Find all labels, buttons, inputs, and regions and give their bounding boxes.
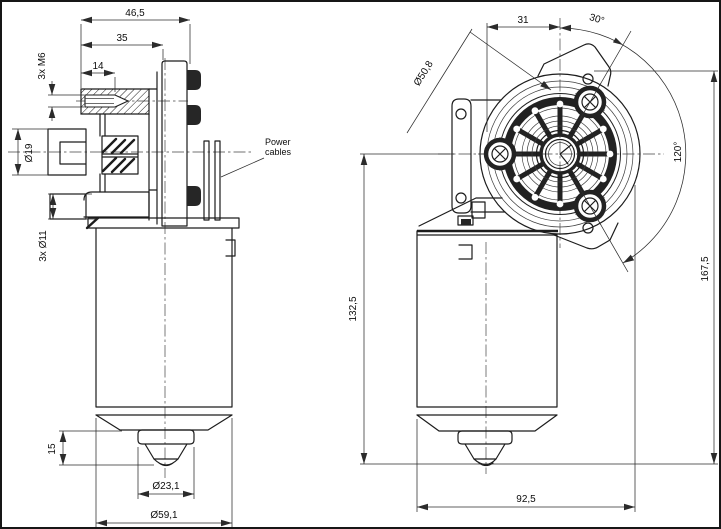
flange-ear-top [537, 43, 612, 87]
side-view [8, 58, 254, 478]
gearbox-face [148, 71, 158, 225]
dim-bolt-circle: Ø50,8 [406, 28, 552, 134]
can-shoulder-shade [85, 216, 100, 230]
angle-arc [559, 24, 687, 264]
bearing-boss-side [137, 429, 195, 460]
ext-lines [80, 24, 191, 88]
ext-lines [59, 430, 154, 466]
knob [606, 150, 614, 158]
dim-text-d19: Ø19 [24, 143, 35, 162]
ext-lines [137, 447, 195, 499]
knob [599, 125, 607, 133]
flange-plate-side [161, 60, 188, 227]
angle-radials [574, 30, 632, 273]
dim-text-46-5: 46,5 [125, 8, 145, 19]
gear-blank [99, 113, 139, 193]
bearing-boss-front [457, 430, 513, 460]
dim-gearbox-width: 35 [81, 33, 164, 60]
power-cables [203, 140, 221, 221]
gear-teeth [101, 137, 136, 174]
leader [469, 31, 552, 91]
flange-bosses [187, 70, 201, 206]
arc-mid-arrow [612, 37, 623, 45]
dim-text-31: 31 [517, 15, 529, 26]
dim-bearing-diameter: Ø23,1 [137, 447, 195, 499]
front-view-dimensions: 31 30° 120° Ø50,8 132,5 167,5 92,5 [348, 12, 718, 512]
knob [556, 100, 564, 108]
leader-line [220, 157, 265, 178]
dim-text-14: 14 [92, 61, 104, 72]
output-shaft [47, 128, 87, 176]
boss-left [478, 137, 522, 171]
flange-plate-front [451, 98, 506, 214]
front-view [416, 18, 664, 474]
power-cables-text-1: Power [265, 137, 291, 147]
knob [513, 125, 521, 133]
dim-text-30deg: 30° [588, 12, 606, 27]
dim-overall-width: 46,5 [80, 8, 191, 88]
dim-overall-width-front: 92,5 [416, 185, 636, 512]
dim-text-15: 15 [47, 443, 58, 455]
dim-thread-m6: 3x M6 [37, 52, 84, 121]
power-cables-label: Power cables [220, 137, 292, 178]
dim-text-d231: Ø23,1 [152, 481, 180, 492]
power-cables-text-2: cables [265, 147, 292, 157]
ext-lines [48, 193, 98, 220]
dim-line [406, 28, 473, 134]
dim-overall-height: 167,5 [360, 70, 718, 465]
motor-can-front [416, 230, 558, 432]
knob [513, 175, 521, 183]
dim-text-d508: Ø50,8 [412, 59, 436, 88]
dim-axis-to-bottom: 132,5 [348, 153, 454, 464]
boss-hole [491, 145, 509, 163]
bearing-tip-side [153, 458, 179, 467]
dim-shaft-diameter: Ø19 [12, 128, 50, 176]
knob [531, 107, 539, 115]
ext-lines [360, 70, 718, 465]
boss-cross [493, 147, 507, 161]
dim-body-diameter: Ø59,1 [95, 418, 233, 527]
mount-boss-side [49, 191, 150, 220]
thread-lines [85, 98, 114, 104]
gearbox-transition [418, 197, 503, 227]
dim-text-3xd11: 3x Ø11 [38, 230, 49, 262]
dim-text-35: 35 [116, 33, 128, 44]
motor-can-side [87, 217, 240, 431]
flange-hole-bottom-left [455, 192, 467, 204]
m6-tapped-hole [84, 94, 130, 108]
dim-center-offset: 31 [486, 15, 560, 132]
ext-lines [416, 185, 636, 512]
dim-text-d591: Ø59,1 [150, 510, 178, 521]
flange-hole-top-left [455, 108, 467, 120]
dim-angle-arc: 30° 120° [559, 12, 687, 273]
dim-text-1325: 132,5 [348, 296, 359, 321]
dim-text-120deg: 120° [673, 142, 684, 163]
dim-shaft-length: 14 [81, 61, 116, 92]
cable-clamp [461, 219, 471, 225]
dim-text-925: 92,5 [516, 494, 536, 505]
dim-text-1675: 167,5 [700, 256, 711, 281]
knob [556, 200, 564, 208]
knob [599, 175, 607, 183]
dim-text-3xm6: 3x M6 [37, 52, 48, 80]
knob [531, 193, 539, 201]
dim-mount-holes: 3x Ø11 [38, 193, 98, 262]
ext-lines [95, 418, 233, 527]
bearing-tip-front [473, 458, 497, 467]
side-view-dimensions: 46,5 35 14 3x M6 Ø19 3x Ø11 [12, 8, 292, 527]
